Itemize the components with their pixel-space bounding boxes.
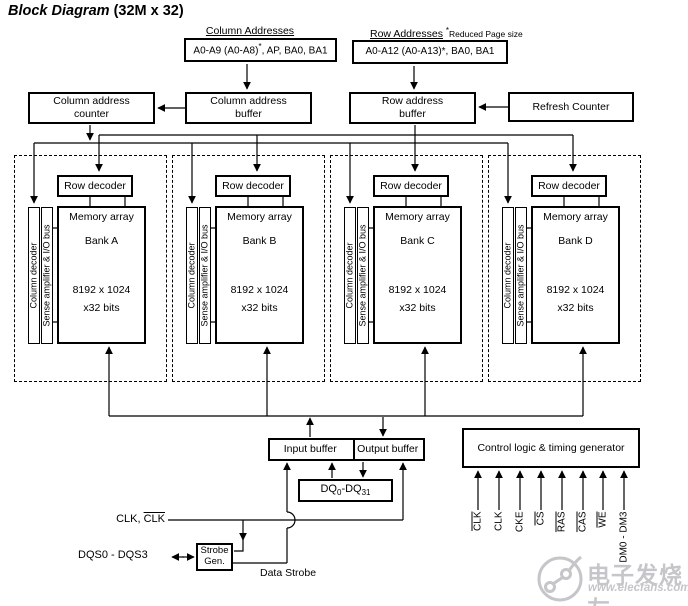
column-address-pins-box: A0-A9 (A0-A8)*, AP, BA0, BA1 <box>184 38 337 62</box>
bank-d-memory-array: Memory array Bank D 8192 x 1024 x32 bits <box>531 206 620 344</box>
bank-a-column-decoder <box>28 207 40 344</box>
signal-clkb-label: CLK <box>472 511 484 531</box>
elecfans-logo-icon <box>537 555 583 602</box>
bank-c-row-decoder: Row decoder <box>373 175 449 197</box>
bank-b-name: Bank B <box>242 235 277 247</box>
bank-d-block: Row decoder Memory array Bank D 8192 x 1… <box>488 155 641 382</box>
wire-data-strobe <box>233 528 288 564</box>
data-strobe-label: Data Strobe <box>260 567 317 579</box>
row-addresses-label: Row Addresses *Reduced Page size <box>370 26 523 40</box>
clk-pins-label: CLK, CLK <box>116 513 165 525</box>
bank-d-sense-amplifier-label: Sense amplifier & I/O bus <box>515 224 526 327</box>
strobe-gen-box: Strobe Gen. <box>196 543 233 571</box>
control-logic-box: Control logic & timing generator <box>462 428 640 468</box>
wire-hop <box>286 511 296 529</box>
bank-d-name: Bank D <box>558 235 593 247</box>
reduced-page-note: *Reduced Page size <box>445 26 523 39</box>
column-address-counter-box: Column address counter <box>28 92 155 124</box>
bank-c-memory-array: Memory array Bank C 8192 x 1024 x32 bits <box>373 206 462 344</box>
row-address-pins-box: A0-A12 (A0-A13)*, BA0, BA1 <box>352 40 508 64</box>
bank-c-column-decoder <box>344 207 356 344</box>
column-address-pins: A0-A9 (A0-A8)*, AP, BA0, BA1 <box>193 42 328 57</box>
bank-a-block: Row decoder Memory array Bank A 8192 x 1… <box>14 155 167 382</box>
dqs-pins-label: DQS0 - DQS3 <box>78 549 148 561</box>
refresh-counter-label: Refresh Counter <box>532 100 610 113</box>
bank-b-column-decoder <box>186 207 198 344</box>
column-address-buffer-box: Column address buffer <box>185 92 312 124</box>
bank-c-name: Bank C <box>400 235 435 247</box>
bank-c-sense-amplifier-label: Sense amplifier & I/O bus <box>357 224 368 327</box>
column-addresses-label: Column Addresses <box>205 25 295 37</box>
bank-b-memory-array: Memory array Bank B 8192 x 1024 x32 bits <box>215 206 304 344</box>
refresh-counter-box: Refresh Counter <box>508 92 634 122</box>
io-buffer-divider <box>353 440 355 459</box>
bank-c-column-decoder-label: Column decoder <box>344 242 355 309</box>
row-address-pins: A0-A12 (A0-A13)*, BA0, BA1 <box>365 46 495 57</box>
input-buffer-label: Input buffer <box>283 443 337 456</box>
input-buffer-cell: Input buffer <box>270 443 350 456</box>
bank-c-sense-amplifier <box>357 207 369 344</box>
page-title: Block Diagram (32M x 32) <box>8 3 184 19</box>
row-address-buffer-label: Row address buffer <box>381 95 444 120</box>
bank-a-sense-amplifier <box>41 207 53 344</box>
watermark-text: 电子发烧友 <box>587 562 683 606</box>
bank-d-column-decoder <box>502 207 514 344</box>
bank-a-row-decoder: Row decoder <box>57 175 133 197</box>
bank-b-column-decoder-label: Column decoder <box>186 242 197 309</box>
bank-a-column-decoder-label: Column decoder <box>28 242 39 309</box>
bank-d-column-decoder-label: Column decoder <box>502 242 513 309</box>
output-buffer-label: Output buffer <box>357 443 419 456</box>
signal-cke-label: CKE <box>514 511 526 533</box>
bank-b-row-decoder: Row decoder <box>215 175 291 197</box>
title-rest: (32M x 32) <box>109 3 184 19</box>
title-italic: Block Diagram <box>8 3 110 19</box>
signal-clk-label: CLK <box>493 511 505 531</box>
bank-c-block: Row decoder Memory array Bank C 8192 x 1… <box>330 155 483 382</box>
column-address-counter-label: Column address counter <box>53 95 130 120</box>
bank-b-sense-amplifier-label: Sense amplifier & I/O bus <box>199 224 210 327</box>
io-buffer-box: Input buffer Output buffer <box>268 438 425 461</box>
output-buffer-cell: Output buffer <box>352 443 423 456</box>
bank-a-name: Bank A <box>84 235 119 247</box>
bank-b-sense-amplifier <box>199 207 211 344</box>
bank-d-row-decoder: Row decoder <box>531 175 607 197</box>
dq-pins-box: DQ0-DQ31 <box>298 479 393 502</box>
control-logic-label: Control logic & timing generator <box>477 441 625 454</box>
watermark-url: www.elecfans.com <box>588 582 688 594</box>
row-address-buffer-box: Row address buffer <box>349 92 476 124</box>
bank-b-block: Row decoder Memory array Bank B 8192 x 1… <box>172 155 325 382</box>
dq-pins-label: DQ0-DQ31 <box>320 483 371 498</box>
bank-d-sense-amplifier <box>515 207 527 344</box>
bank-a-memory-array: Memory array Bank A 8192 x 1024 x32 bits <box>57 206 146 344</box>
bank-a-sense-amplifier-label: Sense amplifier & I/O bus <box>41 224 52 327</box>
column-address-buffer-label: Column address buffer <box>210 95 287 120</box>
